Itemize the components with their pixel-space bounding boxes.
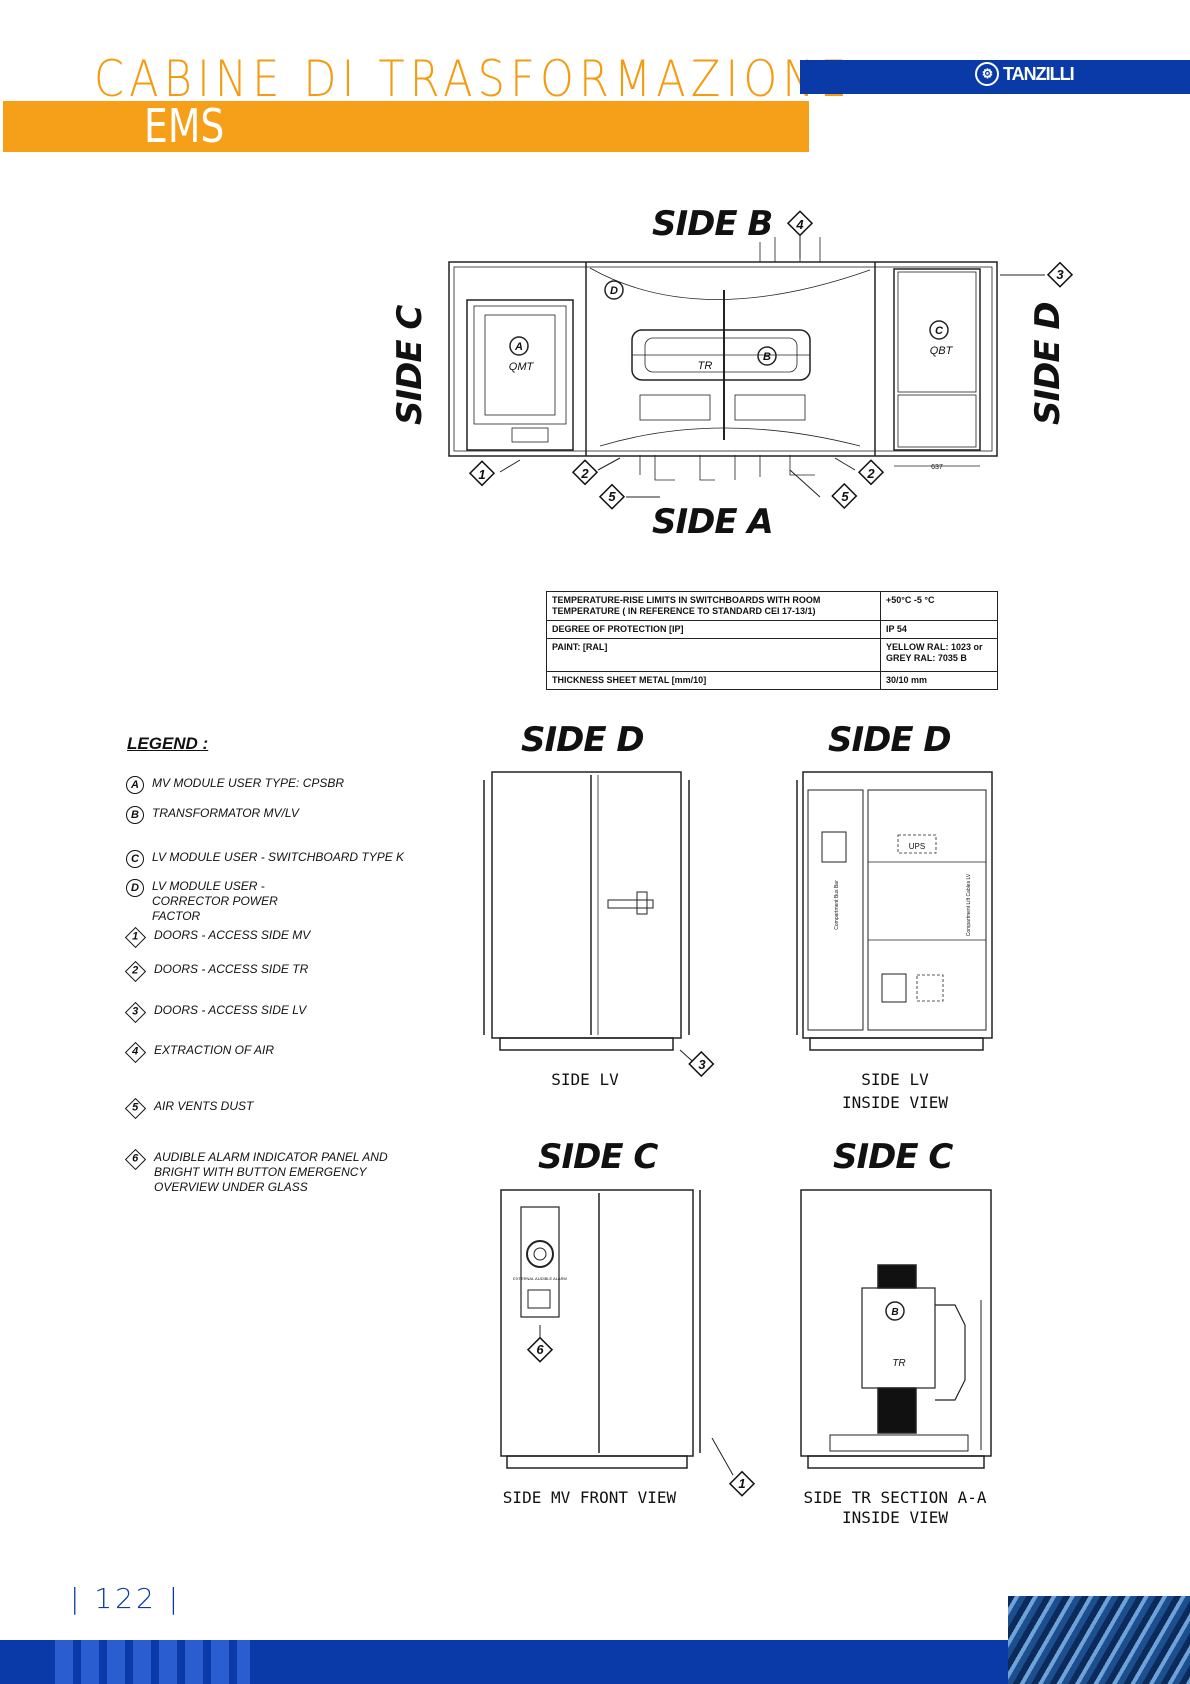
marker-1: 1 bbox=[478, 467, 485, 482]
legend-text: TRANSFORMATOR MV/LV bbox=[152, 806, 299, 820]
legend-item: 5 AIR VENTS DUST bbox=[124, 1097, 446, 1120]
legend-key: 4 bbox=[124, 1041, 147, 1064]
legend-key: 6 bbox=[124, 1148, 147, 1171]
legend-text: DOORS - ACCESS SIDE TR bbox=[154, 962, 309, 976]
view-side-c-title: SIDE C bbox=[538, 1137, 658, 1177]
label-b: B bbox=[763, 351, 771, 363]
legend-key: 5 bbox=[124, 1097, 147, 1120]
marker-5-left: 5 bbox=[608, 489, 616, 504]
spec-value: 30/10 mm bbox=[880, 671, 998, 690]
legend-item: A MV MODULE USER TYPE: CPSBR bbox=[126, 776, 446, 794]
side-b-label: SIDE B bbox=[652, 204, 773, 244]
view-side-c-inside-title: SIDE C bbox=[833, 1137, 953, 1177]
legend-item: 3 DOORS - ACCESS SIDE LV bbox=[124, 1001, 446, 1024]
marker-2-right: 2 bbox=[866, 466, 875, 481]
side-c-front-drawing bbox=[500, 1189, 734, 1476]
spec-value: +50°C -5 °C bbox=[880, 591, 998, 621]
page-number: | 122 | bbox=[70, 1582, 182, 1615]
legend-title: LEGEND : bbox=[127, 734, 209, 753]
spec-row: THICKNESS SHEET METAL [mm/10] 30/10 mm bbox=[546, 671, 998, 690]
label-qbt: QBT bbox=[930, 345, 954, 357]
legend-item: C LV MODULE USER - SWITCHBOARD TYPE K bbox=[126, 850, 446, 868]
spec-row: TEMPERATURE-RISE LIMITS IN SWITCHBOARDS … bbox=[546, 591, 998, 621]
legend-text: DOORS - ACCESS SIDE LV bbox=[154, 1003, 307, 1017]
spec-row: DEGREE OF PROTECTION [IP] IP 54 bbox=[546, 620, 998, 639]
legend-key: D bbox=[126, 879, 144, 897]
spec-label: THICKNESS SHEET METAL [mm/10] bbox=[546, 671, 881, 690]
side-d-front-drawing bbox=[483, 771, 701, 1069]
view-marker-1: 1 bbox=[738, 1476, 745, 1491]
footer-cable-image bbox=[1008, 1596, 1190, 1684]
spec-label: DEGREE OF PROTECTION [IP] bbox=[546, 620, 881, 639]
spec-label: PAINT: [RAL] bbox=[546, 638, 881, 672]
label-qmt: QMT bbox=[509, 361, 535, 373]
document-subtitle: EMS bbox=[144, 99, 225, 153]
legend-key: 2 bbox=[124, 960, 147, 983]
view-marker-3: 3 bbox=[698, 1057, 706, 1072]
bus-bar-label: Compartment Bus Bar bbox=[834, 880, 840, 930]
marker-5-right: 5 bbox=[841, 489, 849, 504]
spec-table: TEMPERATURE-RISE LIMITS IN SWITCHBOARDS … bbox=[546, 591, 998, 690]
side-c-inside-drawing bbox=[800, 1189, 992, 1469]
view-side-d-inside-caption-2: INSIDE VIEW bbox=[842, 1093, 948, 1112]
marker-2-left: 2 bbox=[580, 466, 589, 481]
view-side-d-caption: SIDE LV bbox=[551, 1070, 619, 1089]
side-a-label: SIDE A bbox=[652, 502, 774, 542]
footer-stripes bbox=[55, 1640, 250, 1684]
legend-text: EXTRACTION OF AIR bbox=[154, 1043, 275, 1057]
spec-value: YELLOW RAL: 1023 or GREY RAL: 7035 B bbox=[880, 638, 998, 672]
legend-item: B TRANSFORMATOR MV/LV bbox=[126, 806, 446, 824]
dimension-637: 637 bbox=[931, 464, 943, 471]
lift-cables-label: Compartment Lift Cables LV bbox=[966, 873, 972, 936]
legend-text: MV MODULE USER TYPE: CPSBR bbox=[152, 776, 345, 790]
view-marker-6: 6 bbox=[536, 1342, 544, 1357]
spec-label: TEMPERATURE-RISE LIMITS IN SWITCHBOARDS … bbox=[546, 591, 881, 621]
view-side-d-inside-title: SIDE D bbox=[828, 720, 952, 760]
label-d: D bbox=[610, 285, 618, 297]
legend-item: 1 DOORS - ACCESS SIDE MV bbox=[124, 926, 446, 949]
view-side-c-inside-caption: SIDE TR SECTION A-A bbox=[803, 1488, 987, 1507]
legend-key: B bbox=[126, 806, 144, 824]
label-c: C bbox=[935, 325, 944, 337]
view-side-d-inside-caption: SIDE LV bbox=[861, 1070, 929, 1089]
marker-3: 3 bbox=[1056, 267, 1064, 282]
legend-text: LV MODULE USER - CORRECTOR POWER FACTOR bbox=[152, 879, 278, 923]
legend-item: 4 EXTRACTION OF AIR bbox=[124, 1041, 446, 1064]
subtitle-bar bbox=[3, 101, 809, 152]
view-side-c-inside-caption-2: INSIDE VIEW bbox=[842, 1508, 948, 1527]
brand-logo: ⚙ TANZILLI bbox=[975, 62, 1075, 86]
view-label-b: B bbox=[891, 1307, 898, 1318]
cabin-outline bbox=[448, 261, 998, 457]
spec-row: PAINT: [RAL] YELLOW RAL: 1023 or GREY RA… bbox=[546, 638, 998, 672]
brand-mark-icon: ⚙ bbox=[975, 62, 999, 86]
side-d-inside-drawing bbox=[796, 771, 993, 1051]
view-label-tr: TR bbox=[892, 1358, 905, 1369]
legend-text: AUDIBLE ALARM INDICATOR PANEL AND BRIGHT… bbox=[154, 1150, 388, 1194]
legend-key: C bbox=[126, 850, 144, 868]
legend-text: AIR VENTS DUST bbox=[154, 1099, 254, 1113]
legend-key: 1 bbox=[124, 926, 147, 949]
legend-key: 3 bbox=[124, 1001, 147, 1024]
legend-key: A bbox=[126, 776, 144, 794]
view-side-d-title: SIDE D bbox=[521, 720, 645, 760]
marker-4: 4 bbox=[795, 217, 804, 232]
label-a: A bbox=[514, 341, 523, 353]
spec-value: IP 54 bbox=[880, 620, 998, 639]
legend-text: DOORS - ACCESS SIDE MV bbox=[154, 928, 311, 942]
alarm-label: EXTERNAL AUDIBLE ALARM bbox=[513, 1276, 567, 1281]
document-title: CABINE DI TRASFORMAZIONE bbox=[94, 50, 852, 108]
legend-item: D LV MODULE USER - CORRECTOR POWER FACTOR bbox=[126, 879, 316, 924]
legend-item: 6 AUDIBLE ALARM INDICATOR PANEL AND BRIGH… bbox=[124, 1148, 416, 1195]
view-side-c-caption: SIDE MV FRONT VIEW bbox=[502, 1488, 677, 1507]
ups-label: UPS bbox=[909, 842, 925, 851]
legend-text: LV MODULE USER - SWITCHBOARD TYPE K bbox=[152, 850, 405, 864]
legend-item: 2 DOORS - ACCESS SIDE TR bbox=[124, 960, 446, 983]
brand-name: TANZILLI bbox=[1003, 63, 1075, 84]
label-tr: TR bbox=[698, 360, 713, 372]
